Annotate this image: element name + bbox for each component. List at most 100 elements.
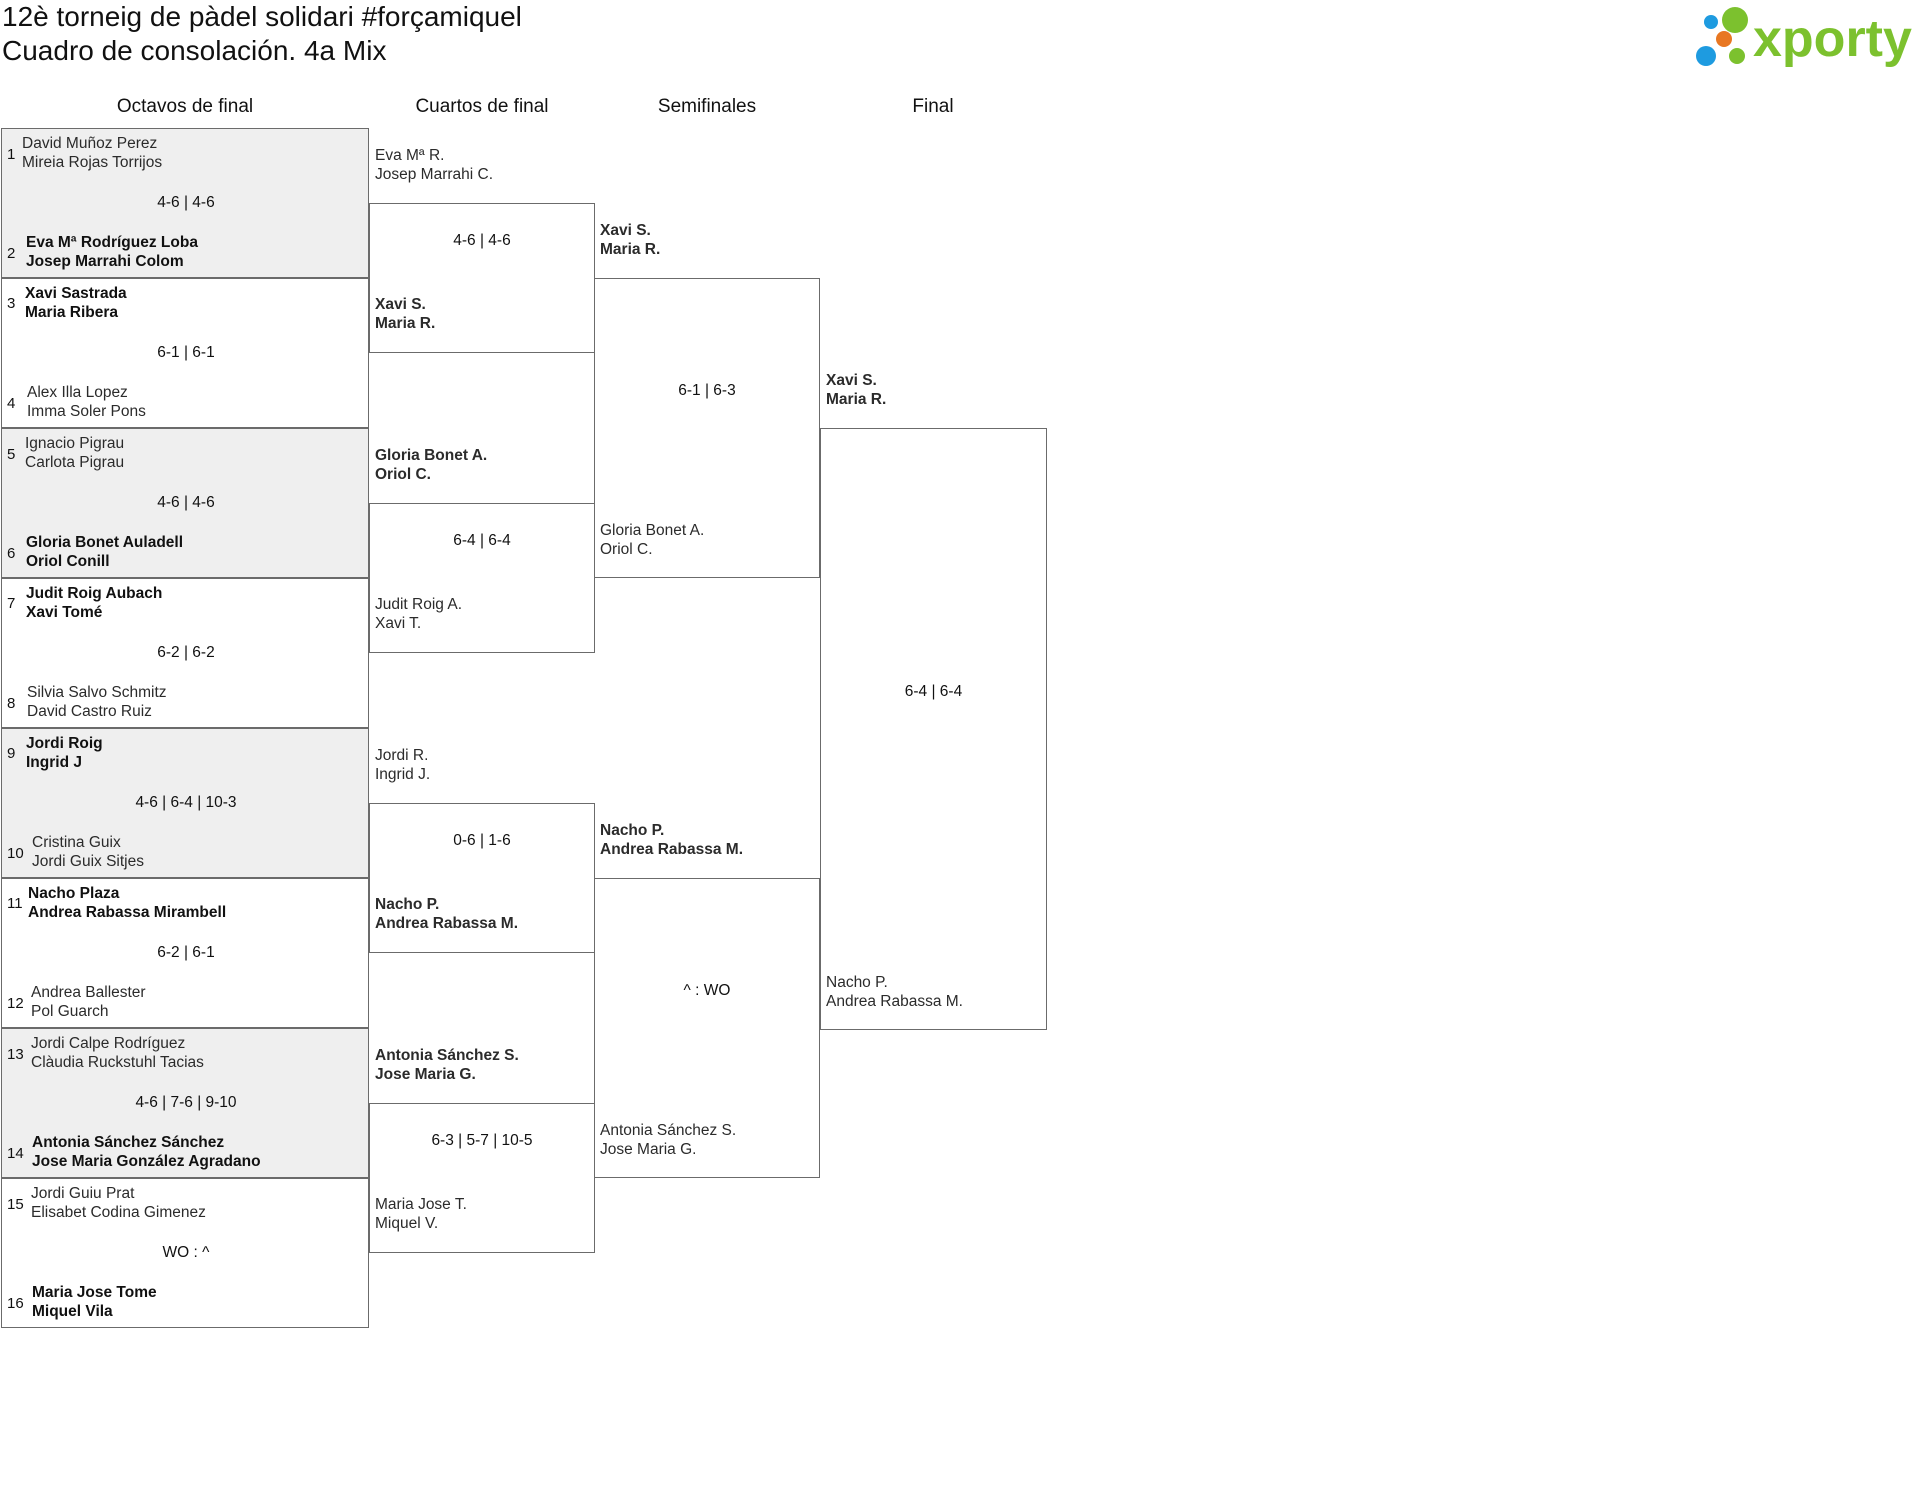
player-name: Andrea Rabassa M. xyxy=(375,915,518,932)
player-name: Xavi S. xyxy=(600,222,651,239)
player-name: Miquel Vila xyxy=(32,1303,113,1320)
match-score: 4-6 | 4-6 xyxy=(157,194,215,211)
pair-cuartos-2-top-winner: Gloria Bonet A. Oriol C. xyxy=(375,446,487,484)
pair-bottom: Alex Illa Lopez Imma Soler Pons xyxy=(27,383,146,421)
match-semi-1-score: 6-1 | 6-3 xyxy=(678,382,736,399)
player-name: Xavi Sastrada xyxy=(25,285,127,302)
logo-dot-orange xyxy=(1716,31,1732,47)
seed-number: 1 xyxy=(7,146,16,163)
player-name: Alex Illa Lopez xyxy=(27,384,128,401)
match-octavos-4: 7 Judit Roig Aubach Xavi Tomé 6-2 | 6-2 … xyxy=(1,578,369,728)
player-name: Xavi Tomé xyxy=(26,604,103,621)
pair-bottom-winner: Gloria Bonet Auladell Oriol Conill xyxy=(26,533,183,571)
pair-cuartos-2-bottom: Judit Roig A. Xavi T. xyxy=(375,595,462,633)
player-name: Antonia Sánchez S. xyxy=(375,1047,519,1064)
player-name: Andrea Rabassa M. xyxy=(826,993,963,1010)
seed-number: 6 xyxy=(7,545,16,562)
match-octavos-2: 3 Xavi Sastrada Maria Ribera 6-1 | 6-1 4… xyxy=(1,278,369,428)
match-score: WO : ^ xyxy=(162,1244,210,1261)
player-name: Jose Maria G. xyxy=(600,1141,697,1158)
match-octavos-3: 5 Ignacio Pigrau Carlota Pigrau 4-6 | 4-… xyxy=(1,428,369,578)
player-name: Eva Mª Rodríguez Loba xyxy=(26,234,198,251)
match-octavos-1: 1 David Muñoz Perez Mireia Rojas Torrijo… xyxy=(1,128,369,278)
seed-number: 12 xyxy=(7,995,24,1012)
match-octavos-7: 13 Jordi Calpe Rodríguez Clàudia Ruckstu… xyxy=(1,1028,369,1178)
player-name: Jordi R. xyxy=(375,747,429,764)
player-name: Judit Roig Aubach xyxy=(26,585,163,602)
seed-number: 11 xyxy=(7,895,23,912)
pair-cuartos-1-bottom-winner: Xavi S. Maria R. xyxy=(375,295,435,333)
xporty-logo[interactable]: xporty xyxy=(1693,2,1920,72)
player-name: Gloria Bonet Auladell xyxy=(26,534,184,551)
seed-number: 16 xyxy=(7,1295,24,1312)
player-name: Gloria Bonet A. xyxy=(600,522,705,539)
match-cuartos-2-score: 6-4 | 6-4 xyxy=(453,532,511,549)
player-name: Jordi Guiu Prat xyxy=(31,1185,135,1202)
player-name: Nacho P. xyxy=(600,822,665,839)
pair-cuartos-3-bottom-winner: Nacho P. Andrea Rabassa M. xyxy=(375,895,518,933)
match-semi-1-bracket xyxy=(594,278,820,578)
match-semi-2-bracket xyxy=(594,878,820,1178)
player-name: David Castro Ruiz xyxy=(27,703,152,720)
match-final-score: 6-4 | 6-4 xyxy=(904,683,963,700)
player-name: Oriol C. xyxy=(600,541,653,558)
player-name: Ignacio Pigrau xyxy=(25,435,125,452)
pair-top-winner: Judit Roig Aubach Xavi Tomé xyxy=(26,584,162,622)
player-name: Maria R. xyxy=(375,315,436,332)
seed-number: 13 xyxy=(7,1046,24,1063)
match-cuartos-3-score: 0-6 | 1-6 xyxy=(453,832,511,849)
match-semi-2-score: ^ : WO xyxy=(683,982,731,999)
pair-top: Jordi Calpe Rodríguez Clàudia Ruckstuhl … xyxy=(31,1034,204,1072)
pair-top: Ignacio Pigrau Carlota Pigrau xyxy=(25,434,124,472)
player-name: Maria Jose T. xyxy=(375,1196,467,1213)
player-name: Nacho Plaza xyxy=(28,885,120,902)
match-cuartos-4-score: 6-3 | 5-7 | 10-5 xyxy=(431,1132,533,1149)
pair-top-winner: Jordi Roig Ingrid J xyxy=(26,734,103,772)
player-name: Gloria Bonet A. xyxy=(375,447,488,464)
match-score: 4-6 | 7-6 | 9-10 xyxy=(135,1094,237,1111)
player-name: Andrea Ballester xyxy=(31,984,146,1001)
player-name: Maria R. xyxy=(826,391,887,408)
player-name: Maria Jose Tome xyxy=(32,1284,157,1301)
match-score: 4-6 | 6-4 | 10-3 xyxy=(135,794,237,811)
pair-top-winner: Nacho Plaza Andrea Rabassa Mirambell xyxy=(28,884,226,922)
pair-bottom-winner: Maria Jose Tome Miquel Vila xyxy=(32,1283,157,1321)
match-octavos-8: 15 Jordi Guiu Prat Elisabet Codina Gimen… xyxy=(1,1178,369,1328)
player-name: Antonia Sánchez Sánchez xyxy=(32,1134,225,1151)
player-name: Josep Marrahi Colom xyxy=(26,253,184,270)
seed-number: 4 xyxy=(7,395,16,412)
pair-cuartos-1-top: Eva Mª R. Josep Marrahi C. xyxy=(375,146,493,184)
player-name: Nacho P. xyxy=(375,896,440,913)
pair-cuartos-3-top: Jordi R. Ingrid J. xyxy=(375,746,430,784)
player-name: Josep Marrahi C. xyxy=(375,166,494,183)
pair-top: David Muñoz Perez Mireia Rojas Torrijos xyxy=(22,134,162,172)
seed-number: 9 xyxy=(7,745,16,762)
player-name: Jose Maria González Agradano xyxy=(32,1153,261,1170)
logo-dot-blue xyxy=(1696,46,1716,66)
pair-bottom: Cristina Guix Jordi Guix Sitjes xyxy=(32,833,144,871)
player-name: Jose Maria G. xyxy=(375,1066,476,1083)
player-name: David Muñoz Perez xyxy=(22,135,158,152)
pair-bottom: Andrea Ballester Pol Guarch xyxy=(31,983,146,1021)
seed-number: 15 xyxy=(7,1196,24,1213)
pair-bottom-winner: Antonia Sánchez Sánchez Jose Maria Gonzá… xyxy=(32,1133,261,1171)
pair-top-winner: Xavi Sastrada Maria Ribera xyxy=(25,284,127,322)
player-name: Miquel V. xyxy=(375,1215,439,1232)
player-name: Ingrid J. xyxy=(375,766,431,783)
match-octavos-6: 11 Nacho Plaza Andrea Rabassa Mirambell … xyxy=(1,878,369,1028)
pair-top: Jordi Guiu Prat Elisabet Codina Gimenez xyxy=(31,1184,206,1222)
player-name: Cristina Guix xyxy=(32,834,121,851)
pair-final-bottom: Nacho P. Andrea Rabassa M. xyxy=(826,973,963,1011)
match-cuartos-2-bracket xyxy=(369,503,595,653)
round-header-octavos: Octavos de final xyxy=(116,96,254,117)
seed-number: 3 xyxy=(7,295,16,312)
player-name: Antonia Sánchez S. xyxy=(600,1122,737,1139)
seed-number: 14 xyxy=(7,1145,24,1162)
pair-bottom: Silvia Salvo Schmitz David Castro Ruiz xyxy=(27,683,167,721)
player-name: Andrea Rabassa M. xyxy=(600,841,743,858)
pair-semi-2-bottom: Antonia Sánchez S. Jose Maria G. xyxy=(600,1121,736,1159)
player-name: Jordi Guix Sitjes xyxy=(32,853,144,870)
pair-bottom-winner: Eva Mª Rodríguez Loba Josep Marrahi Colo… xyxy=(26,233,198,271)
pair-semi-2-top-winner: Nacho P. Andrea Rabassa M. xyxy=(600,821,743,859)
seed-number: 10 xyxy=(7,845,24,862)
